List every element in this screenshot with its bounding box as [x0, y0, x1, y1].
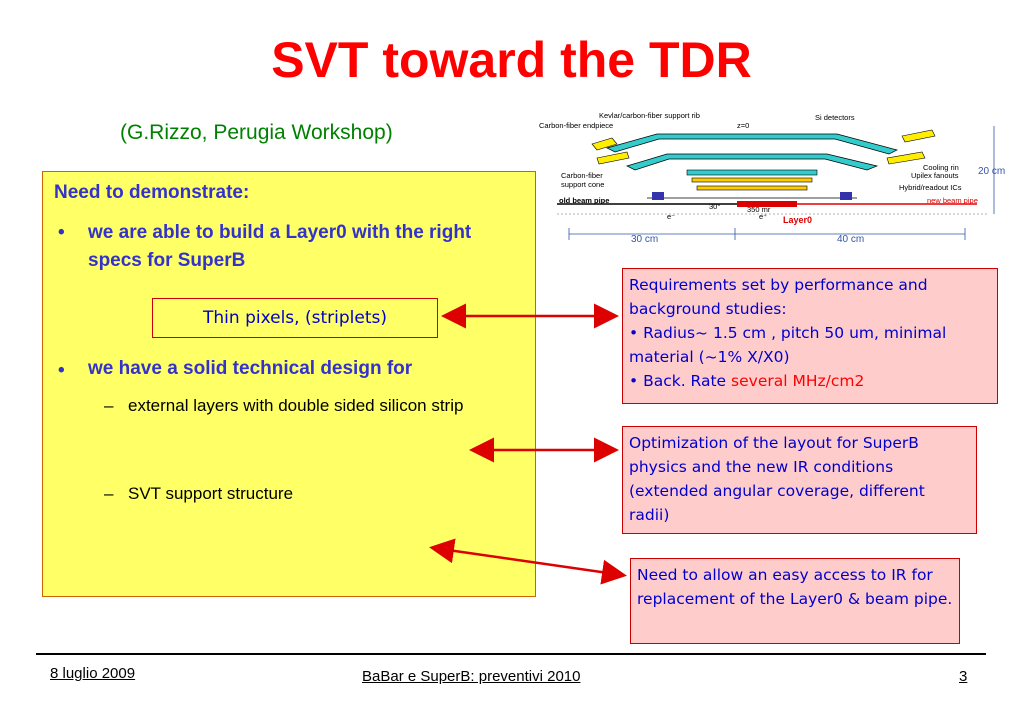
svt-layout-diagram: Kevlar/carbon-fiber support rib Carbon-f…	[539, 111, 1005, 245]
footer-date: 8 luglio 2009	[50, 665, 136, 682]
dash-marker: –	[104, 396, 114, 415]
label-e-minus: e⁻	[667, 212, 675, 221]
label-350mr: 350 mr	[747, 205, 771, 214]
label-hybrid: Hybrid/readout ICs	[899, 183, 962, 192]
footer-title: BaBar e SuperB: preventivi 2010	[362, 668, 581, 685]
arrow-support-to-access	[429, 538, 627, 585]
label-cooling: Cooling rin	[923, 163, 959, 172]
sub-support-structure: SVT support structure	[128, 484, 294, 503]
label-z0: z=0	[737, 121, 749, 130]
label-30cm: 30 cm	[631, 234, 658, 245]
bullet-marker: •	[58, 222, 65, 243]
bullet-technical-design: we have a solid technical design for	[88, 358, 413, 379]
demonstrate-box	[42, 171, 536, 597]
dash-marker: –	[104, 484, 114, 503]
requirements-line1: Requirements set by performance and back…	[629, 276, 928, 318]
label-cone-2: support cone	[561, 180, 604, 189]
page-number: 3	[959, 668, 968, 685]
label-30deg: 30°	[709, 202, 720, 211]
thin-pixels-box: Thin pixels, (striplets)	[152, 298, 438, 338]
requirements-box: Requirements set by performance and back…	[622, 268, 998, 404]
bullet-layer0: we are able to build a Layer0 with the r…	[88, 222, 472, 271]
bullet-marker: •	[58, 360, 65, 381]
requirements-line3: • Back. Rate several MHz/cm2	[629, 369, 991, 393]
label-cone-1: Carbon-fiber	[561, 171, 603, 180]
back-rate-value: several MHz/cm2	[731, 372, 865, 390]
slide-title: SVT toward the TDR	[271, 32, 752, 88]
label-20cm: 20 cm	[978, 166, 1005, 177]
label-old-pipe: old beam pipe	[559, 196, 609, 205]
label-endpiece: Carbon-fiber endpiece	[539, 121, 613, 130]
requirements-line2: • Radius~ 1.5 cm , pitch 50 um, minimal …	[629, 324, 947, 366]
label-layer0: Layer0	[783, 215, 812, 225]
label-si-detectors: Si detectors	[815, 113, 855, 122]
back-rate-label: • Back. Rate	[629, 372, 732, 390]
footer-divider	[36, 653, 986, 655]
label-upilex: Upilex fanouts	[911, 171, 959, 180]
label-40cm: 40 cm	[837, 234, 864, 245]
label-e-plus: e⁺	[759, 212, 767, 221]
label-kevlar: Kevlar/carbon-fiber support rib	[599, 111, 700, 120]
optimization-box: Optimization of the layout for SuperB ph…	[622, 426, 977, 534]
need-heading: Need to demonstrate:	[54, 182, 250, 203]
label-new-pipe: new beam pipe	[927, 196, 978, 205]
ir-access-box: Need to allow an easy access to IR for r…	[630, 558, 960, 644]
sub-external-layers: external layers with double sided silico…	[128, 396, 464, 415]
slide-subtitle: (G.Rizzo, Perugia Workshop)	[120, 121, 393, 144]
